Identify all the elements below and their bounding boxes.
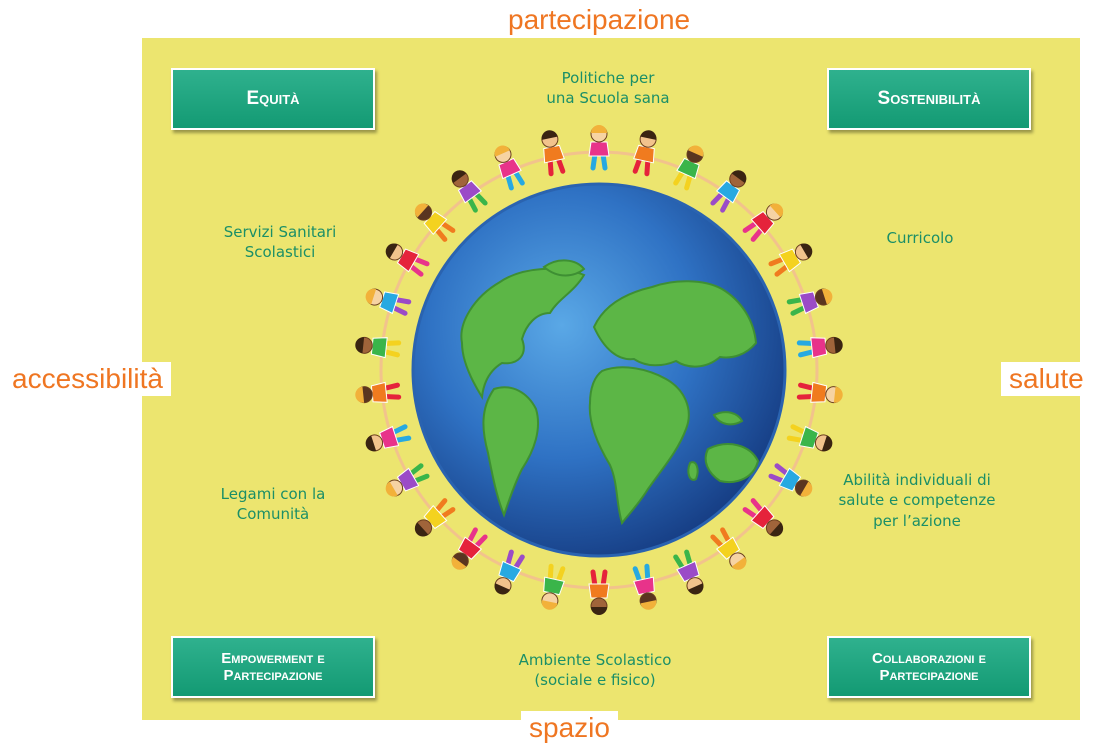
north-america	[460, 267, 586, 400]
child-figure	[768, 463, 813, 497]
child-figure	[365, 288, 412, 316]
topic-ambiente-scolastico: Ambiente Scolastico (sociale e fisico)	[518, 651, 672, 690]
child-figure	[673, 145, 704, 191]
child-figure	[541, 130, 566, 177]
child-figure	[796, 381, 843, 404]
label-accessibilita: accessibilità	[4, 362, 171, 396]
greenland	[542, 259, 586, 277]
child-figure	[494, 145, 525, 191]
box-empowerment-partecipazione: Empowerment e Partecipazione	[171, 636, 375, 698]
child-figure	[588, 569, 610, 615]
topic-legami-comunita: Legami con la Comunità	[220, 485, 326, 524]
madagascar	[687, 461, 699, 481]
child-figure	[451, 527, 488, 570]
box-collaborazioni-partecipazione: Collaborazioni e Partecipazione	[827, 636, 1031, 698]
label-partecipazione: partecipazione	[500, 3, 699, 37]
child-figure	[768, 243, 813, 277]
child-figure	[742, 498, 784, 537]
child-figure	[355, 381, 402, 404]
topic-abilita-individuali: Abilità individuali di salute e competen…	[838, 471, 996, 530]
child-figure	[710, 170, 747, 213]
label-spazio: spazio	[521, 711, 618, 745]
globe-with-children	[355, 125, 843, 615]
topic-politiche: Politiche per una Scuola sana	[546, 69, 670, 108]
child-figure	[786, 288, 833, 316]
africa	[588, 366, 690, 526]
box-equita: Equità	[171, 68, 375, 130]
label-salute: salute	[1001, 362, 1092, 396]
child-figure	[385, 243, 430, 277]
child-figure	[355, 336, 402, 359]
topic-curricolo: Curricolo	[886, 229, 954, 247]
child-figure	[414, 498, 456, 537]
child-figure	[742, 203, 784, 242]
box-sostenibilita: Sostenibilità	[827, 68, 1031, 130]
continents	[460, 259, 760, 526]
child-figure	[786, 424, 833, 452]
topic-servizi-sanitari: Servizi Sanitari Scolastici	[223, 223, 337, 262]
child-figure	[385, 463, 430, 497]
child-figure	[541, 563, 566, 610]
child-figure	[494, 549, 525, 595]
child-figure	[796, 336, 843, 359]
child-figure	[365, 424, 412, 452]
child-figure	[710, 527, 747, 570]
children-ring	[355, 125, 843, 615]
child-figure	[414, 203, 456, 242]
south-america	[482, 386, 540, 518]
child-figure	[632, 563, 657, 610]
indonesia	[712, 411, 744, 426]
child-figure	[673, 549, 704, 595]
child-figure	[588, 125, 610, 171]
child-figure	[632, 130, 657, 177]
europe-asia	[592, 280, 758, 368]
child-figure	[451, 170, 488, 213]
australia	[704, 443, 760, 483]
